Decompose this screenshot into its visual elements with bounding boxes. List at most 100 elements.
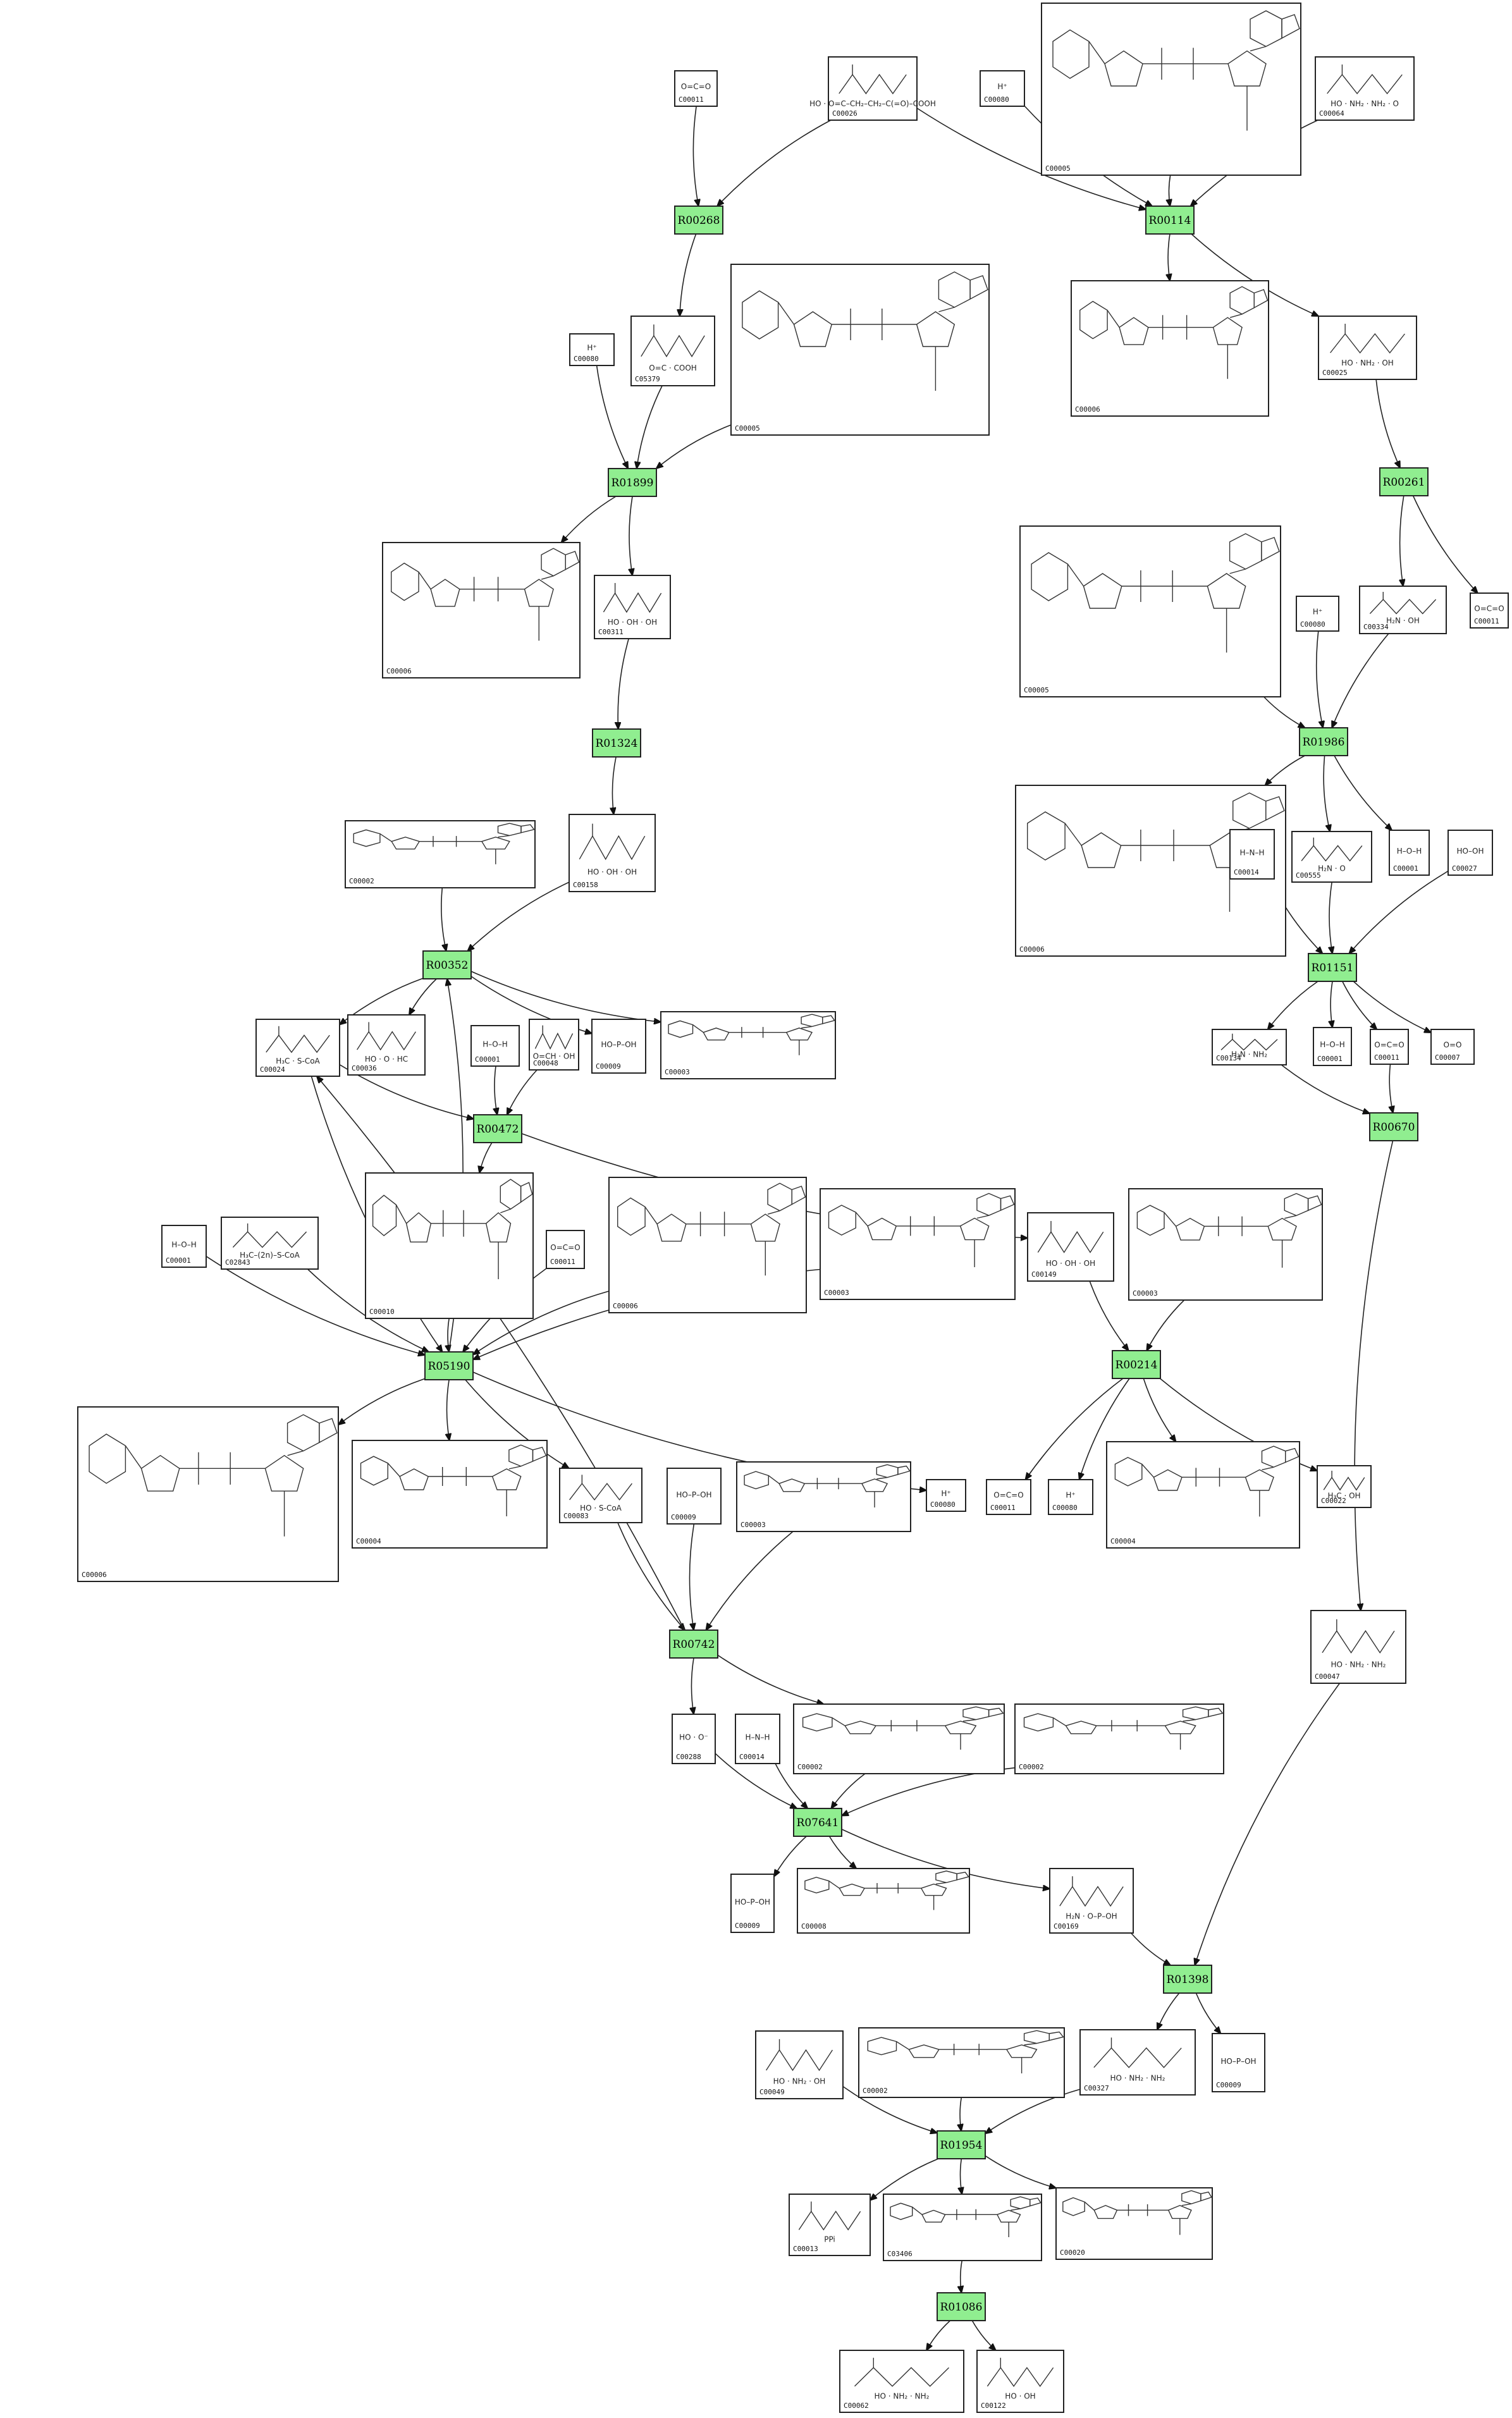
compound-node[interactable]: H⁺C00080: [1048, 1479, 1093, 1515]
compound-node[interactable]: C00006: [77, 1406, 339, 1582]
compound-node[interactable]: C00002: [1014, 1703, 1224, 1774]
compound-id-label: C00026: [832, 109, 857, 118]
compound-node[interactable]: C00003: [820, 1188, 1016, 1300]
reaction-edge: [618, 638, 629, 729]
compound-node[interactable]: C00005: [1019, 525, 1281, 697]
compound-node[interactable]: C00003: [1128, 1188, 1323, 1301]
reaction-node[interactable]: R00742: [669, 1629, 718, 1659]
reaction-node[interactable]: R07641: [793, 1808, 842, 1837]
compound-node[interactable]: C00006: [1071, 280, 1269, 417]
compound-node[interactable]: C00008: [797, 1868, 970, 1934]
compound-box: [1470, 592, 1509, 629]
compound-node[interactable]: H⁺C00080: [1296, 596, 1339, 632]
compound-node[interactable]: C00002: [858, 2027, 1065, 2098]
compound-box: [820, 1188, 1016, 1300]
reaction-node[interactable]: R00472: [473, 1114, 522, 1143]
reaction-node[interactable]: R01086: [937, 2292, 986, 2321]
compound-node[interactable]: C00010: [365, 1172, 534, 1319]
compound-node[interactable]: C00002: [793, 1703, 1005, 1774]
compound-node[interactable]: C00005: [730, 264, 990, 436]
compound-node[interactable]: C00002: [345, 820, 536, 888]
structure-glyph: O=O: [1444, 1041, 1462, 1050]
reaction-node[interactable]: R00214: [1112, 1350, 1161, 1379]
compound-node[interactable]: C00020: [1055, 2187, 1213, 2260]
reaction-node[interactable]: R00268: [674, 206, 723, 235]
compound-node[interactable]: H⁺C00080: [926, 1479, 966, 1512]
reaction-node[interactable]: R01398: [1163, 1965, 1212, 1994]
reaction-node[interactable]: R05190: [424, 1351, 474, 1380]
reaction-node[interactable]: R01986: [1299, 727, 1348, 756]
compound-node[interactable]: HO · O⁻C00288: [672, 1714, 716, 1764]
reaction-box: [793, 1808, 842, 1837]
compound-box: [736, 1461, 911, 1532]
compound-node[interactable]: C00004: [1106, 1441, 1300, 1549]
compound-id-label: C00080: [574, 355, 599, 363]
compound-node[interactable]: C00003: [660, 1011, 836, 1079]
bond-mark: [125, 1445, 142, 1469]
compound-node[interactable]: H⁺C00080: [980, 70, 1025, 107]
reaction-node[interactable]: R00352: [422, 950, 472, 979]
reaction-node[interactable]: R00114: [1145, 206, 1195, 235]
compound-node[interactable]: C00006: [608, 1177, 807, 1313]
reaction-node[interactable]: R01151: [1308, 953, 1357, 982]
reaction-node[interactable]: R01324: [592, 728, 641, 758]
compound-node[interactable]: C00005: [1041, 3, 1301, 176]
structure-glyph: H₃C · OH: [1327, 1491, 1360, 1500]
compound-box: [1027, 1212, 1114, 1282]
reaction-node[interactable]: R01954: [937, 2130, 986, 2159]
compound-node[interactable]: C00004: [352, 1440, 548, 1549]
reaction-node[interactable]: R00261: [1379, 467, 1429, 496]
compound-box: [730, 1874, 775, 1933]
ribose-ring-mark: [391, 837, 421, 850]
compound-node[interactable]: C00006: [382, 542, 581, 678]
bond-mark: [1084, 2201, 1095, 2211]
compound-node[interactable]: H⁺C00080: [569, 333, 615, 366]
reaction-node[interactable]: R00670: [1369, 1112, 1418, 1141]
compound-node[interactable]: C03406: [883, 2194, 1042, 2261]
compound-id-label: C00005: [1024, 686, 1049, 694]
reaction-node[interactable]: R01899: [608, 468, 657, 497]
compound-node[interactable]: C00003: [736, 1461, 911, 1532]
compound-id-label: C00022: [1321, 1497, 1346, 1505]
